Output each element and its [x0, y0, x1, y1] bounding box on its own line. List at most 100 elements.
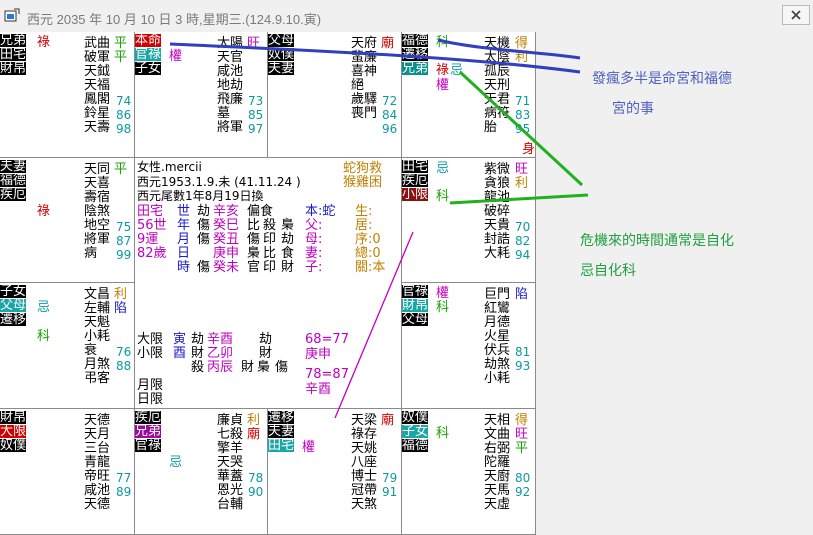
star: 破碎	[484, 204, 511, 219]
palace-bottom-mid-right[interactable]: 遷移 夫妻 田宅 權 天梁 祿存 天姚 八座 博士 冠帶 天煞 廟 79 91	[268, 409, 402, 535]
bazi-pillar: 時	[177, 260, 191, 275]
window-title: 西元 2035 年 10 月 10 日 3 時,星期三.(124.9.10.寅)	[27, 12, 322, 27]
palace-tag: 疾厄	[135, 410, 162, 425]
star: 大耗	[484, 246, 511, 261]
daxian-label: 大限	[137, 332, 164, 347]
dx-branch: 酉	[173, 346, 187, 361]
palace-bottom-left[interactable]: 財帛 大限 奴僕 天德 天月 三台 青龍 帝旺 咸池 天德 77 89	[0, 409, 135, 535]
person-info: 女性.mercii	[137, 160, 202, 174]
palace-tag: 遷移	[0, 312, 27, 327]
family-value: 總:0	[355, 246, 381, 261]
close-button[interactable]	[782, 5, 810, 25]
bazi-god: 劫	[197, 204, 211, 219]
star: 紫微	[484, 162, 511, 177]
palace-tag: 福德	[402, 438, 429, 453]
palace-tag: 奴僕	[0, 438, 27, 453]
star: 天貴	[484, 218, 511, 233]
palace-tag: 官祿	[135, 47, 162, 62]
star: 將軍	[217, 120, 244, 135]
ri-label: 日限	[137, 392, 164, 407]
hua-label: 權	[436, 78, 450, 93]
brightness: 廟	[381, 413, 395, 428]
bazi-god: 傷	[197, 232, 211, 247]
star: 天廚	[484, 469, 511, 484]
hua-label: 科	[37, 329, 51, 344]
bazi-god: 梟	[247, 246, 261, 261]
star: 地劫	[217, 78, 244, 93]
birth-info: 西元1953.1.9.未 (41.11.24 )	[137, 175, 301, 189]
age-number: 98	[116, 122, 132, 136]
age-number: 82	[515, 234, 531, 248]
star: 咸池	[84, 483, 111, 498]
bazi-god: 比	[263, 246, 277, 261]
hua-label: 忌	[169, 455, 183, 470]
bazi-pillar: 年	[177, 218, 191, 233]
annotation-note: 宮的事	[612, 101, 654, 117]
palace-tag: 遷移	[268, 410, 295, 425]
palace-top-mid-left[interactable]: 本命 官祿 子女 權 太陽 天官 咸池 地劫 飛廉 墓 將軍 旺 73 85 9…	[135, 32, 268, 158]
star: 病	[84, 246, 98, 261]
star: 劫煞	[484, 357, 511, 372]
palace-tag: 子女	[0, 284, 27, 299]
chart-board: 兄弟 田宅 財帛 祿 武曲 破軍 天鉞 天福 鳳閣 鈴星 天壽 平 平 74 8…	[0, 32, 536, 535]
palace-row3-right[interactable]: 官祿 財帛 父母 權 科 巨門 紅鸞 月德 火星 伏兵 劫煞 小耗 陷 81 9…	[402, 283, 536, 409]
star: 天虛	[484, 497, 511, 512]
star: 孤辰	[484, 64, 511, 79]
bazi-pillar: 月	[177, 232, 191, 247]
age-number: 85	[248, 108, 264, 122]
bazi-god: 殺	[263, 218, 277, 233]
bazi-stem: 庚申	[213, 246, 240, 261]
star: 廉貞	[217, 413, 244, 428]
bazi-god: 劫	[281, 232, 295, 247]
dx-god: 傷	[275, 360, 289, 375]
palace-tag: 官祿	[135, 438, 162, 453]
palace-tag: 奴僕	[402, 410, 429, 425]
palace-tag: 財帛	[0, 410, 27, 425]
palace-bottom-mid-left[interactable]: 疾厄 兄弟 官祿 忌 廉貞 七殺 擎羊 天哭 華蓋 恩光 台輔 利 廟 78 9…	[135, 409, 268, 535]
star: 天壽	[84, 120, 111, 135]
palace-top-left[interactable]: 兄弟 田宅 財帛 祿 武曲 破軍 天鉞 天福 鳳閣 鈴星 天壽 平 平 74 8…	[0, 32, 135, 158]
star: 破軍	[84, 50, 111, 65]
bazi-label: 9運	[137, 232, 159, 247]
hua-label: 權	[169, 49, 183, 64]
dx-branch: 寅	[173, 332, 187, 347]
brightness: 得	[515, 36, 529, 51]
star: 鈴星	[84, 106, 111, 121]
star: 咸池	[217, 64, 244, 79]
palace-tag: 田宅	[268, 438, 295, 453]
star: 絕	[351, 78, 365, 93]
annotation-note: 危機來的時間通常是自化	[580, 233, 734, 249]
daxian-stem: 庚申	[305, 347, 332, 362]
age-number: 73	[248, 94, 264, 108]
brightness: 陷	[114, 301, 128, 316]
brightness: 旺	[515, 427, 529, 442]
star: 擎羊	[217, 441, 244, 456]
palace-tag: 疾厄	[402, 173, 429, 188]
brightness: 利	[515, 176, 529, 191]
star: 天官	[217, 50, 244, 65]
palace-tag: 父母	[268, 33, 295, 48]
star: 天鉞	[84, 64, 111, 79]
family-label: 子:	[305, 260, 323, 275]
bazi-stem: 癸丑	[213, 232, 240, 247]
age-number: 83	[515, 108, 531, 122]
brightness: 廟	[381, 36, 395, 51]
palace-bottom-right[interactable]: 奴僕 子女 福德 科 天相 文曲 右弼 陀羅 天廚 天馬 天虛 得 旺 平 80…	[402, 409, 536, 535]
age-number: 87	[116, 234, 132, 248]
star: 月德	[484, 315, 511, 330]
star: 帝旺	[84, 469, 111, 484]
age-number: 94	[515, 248, 531, 262]
bazi-god: 印	[263, 260, 277, 275]
palace-tag: 子女	[135, 61, 162, 76]
palace-tag: 兄弟	[135, 424, 162, 439]
hua-label: 祿	[436, 63, 450, 78]
palace-row3-left[interactable]: 子女 父母 遷移 忌 科 文昌 左輔 天魁 小耗 衰 月煞 弔客 利 陷 76 …	[0, 283, 135, 409]
family-value: 生:	[355, 204, 373, 219]
star: 弔客	[84, 371, 111, 386]
age-number: 81	[515, 345, 531, 359]
palace-mid-left[interactable]: 夫妻 福德 疾厄 祿 天同 天喜 壽宿 陰煞 地空 將軍 病 平 75 87 9…	[0, 158, 135, 283]
star: 月煞	[84, 357, 111, 372]
age-number: 97	[248, 122, 264, 136]
palace-mid-right[interactable]: 田宅 疾厄 小限 忌 科 紫微 貪狼 龍池 破碎 天貴 封誥 大耗 旺 利 70…	[402, 158, 536, 283]
star: 天德	[84, 413, 111, 428]
